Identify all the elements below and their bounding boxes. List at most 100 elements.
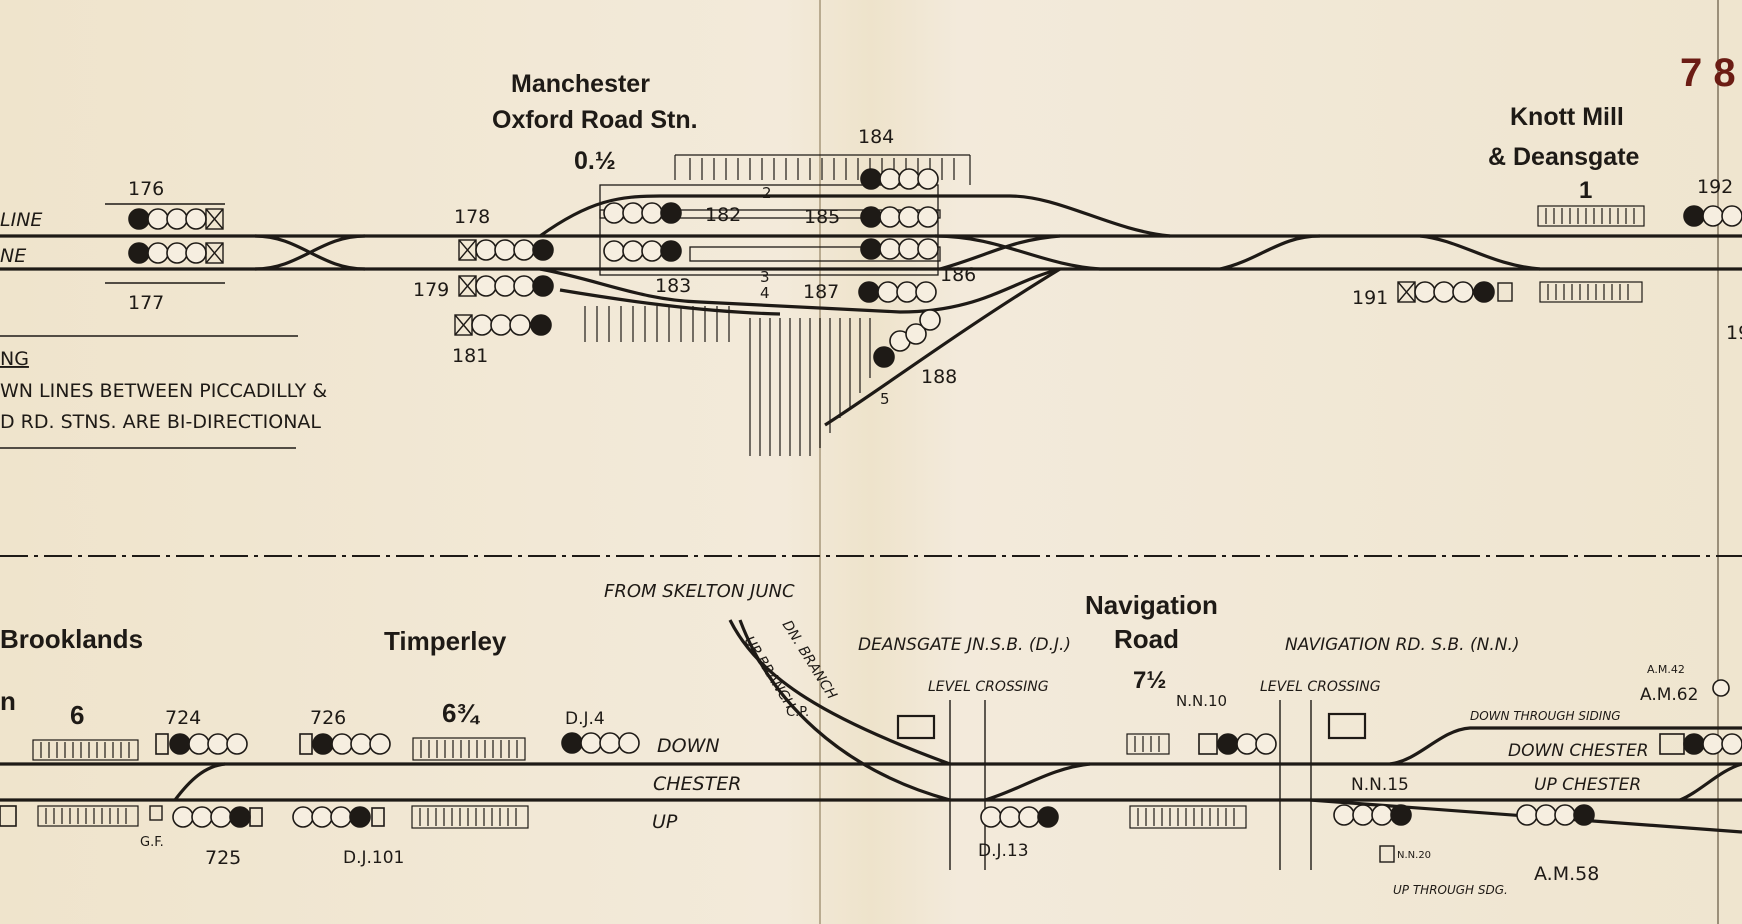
signal-176: [128, 208, 224, 230]
signal-label: D.J.101: [343, 848, 404, 868]
signal-185: [860, 206, 939, 228]
note-heading: NG: [0, 348, 29, 370]
signal-label: 176: [128, 178, 164, 200]
line-label: NE: [0, 245, 26, 267]
platform-number: 5: [880, 390, 890, 408]
platform-number: 2: [762, 184, 772, 202]
signal-label: N.N.15: [1351, 775, 1409, 795]
station-mileage: 6¾: [442, 698, 480, 728]
signal-label: D.J.4: [565, 709, 605, 729]
signal-label: 177: [128, 292, 164, 314]
signal-label: A.M.62: [1640, 685, 1698, 705]
signal-dj4: [561, 732, 640, 754]
signal-label: C.P.: [786, 705, 809, 720]
signal-178: [458, 239, 554, 261]
signal-label: 182: [705, 204, 741, 226]
platform-hatching: [32, 733, 1247, 829]
signal-label: 178: [454, 206, 490, 228]
up-branch-track: [738, 619, 951, 802]
station-name: Navigation: [1085, 590, 1218, 620]
platform-line-1: [539, 194, 1171, 238]
signal-nn20: [1379, 845, 1395, 863]
signal-label: N.N.20: [1397, 850, 1431, 861]
station-name: & Deansgate: [1488, 143, 1640, 171]
lower-track-diagram: Brooklands 6 Timperley 6¾ Navigation Roa…: [0, 581, 1742, 897]
signal-label: 188: [921, 366, 957, 388]
station-name: Road: [1114, 624, 1179, 654]
annotation-down-through-siding: DOWN THROUGH SIDING: [1470, 709, 1621, 723]
connection: [939, 234, 1061, 271]
station-name: Knott Mill: [1510, 103, 1624, 131]
signal-box-deansgate: [896, 714, 936, 740]
signal-label: 179: [413, 279, 449, 301]
signal-724: [155, 733, 248, 755]
signal-label: 184: [858, 126, 894, 148]
bay-line: [559, 288, 781, 316]
upper-track-diagram: 176 177 178 179 181 182 183 184 185 186 …: [0, 70, 1742, 456]
crossover: [1419, 234, 1541, 271]
annotation-up-branch: UP BRANCH: [741, 634, 799, 713]
signal-nn10: [1198, 733, 1277, 755]
signal-186: [860, 238, 939, 260]
signal-label: A.M.58: [1534, 863, 1599, 885]
station-mileage: 7½: [1133, 667, 1166, 694]
crossover: [1219, 234, 1321, 271]
signal-label: 724: [165, 707, 201, 729]
platform-3-edge: [689, 246, 941, 262]
signal-183: [603, 240, 682, 262]
platform-line-4: [539, 267, 1061, 314]
signal-dj101: [292, 806, 385, 828]
annotation-up-through-sdg: UP THROUGH SDG.: [1393, 883, 1508, 897]
station-name: Timperley: [384, 626, 507, 656]
line-label: DOWN: [657, 735, 720, 757]
annotation-navigation-box: NAVIGATION RD. S.B. (N.N.): [1285, 635, 1520, 655]
signal-label: 725: [205, 847, 241, 869]
signal-label: 19: [1726, 322, 1742, 344]
crossover: [984, 762, 1091, 802]
station-name: Manchester: [511, 70, 650, 98]
down-through-siding: [1389, 726, 1742, 766]
station-name: Oxford Road Stn.: [492, 106, 698, 134]
ground-frame: [149, 805, 163, 821]
line-label: UP: [652, 811, 678, 833]
crossover: [173, 762, 226, 801]
signal-box-navigation: [1327, 712, 1367, 740]
signal-label: 186: [940, 264, 976, 286]
signal-191: [1397, 281, 1513, 303]
crossover: [1679, 762, 1742, 802]
signal-182: [603, 202, 682, 224]
signal-184: [860, 168, 939, 190]
note-line: D RD. STNS. ARE BI-DIRECTIONAL: [0, 411, 321, 433]
annotation-level-crossing: LEVEL CROSSING: [928, 679, 1049, 695]
platform-number: 3: [760, 268, 770, 286]
signal-label: 183: [655, 275, 691, 297]
signal-label: A.M.42: [1647, 663, 1685, 676]
annotation-level-crossing: LEVEL CROSSING: [1260, 679, 1381, 695]
line-label: LINE: [0, 209, 42, 231]
platform-line-5: [824, 267, 1061, 427]
line-label: CHESTER: [653, 773, 741, 795]
platform-hatching: [584, 154, 1645, 456]
signal-am62: [1659, 733, 1742, 755]
level-crossing-1: [949, 700, 986, 870]
signal-label: 187: [803, 281, 839, 303]
signal-label: 726: [310, 707, 346, 729]
connection: [934, 234, 1210, 271]
platform-number: 4: [760, 284, 770, 302]
signal-am42: [1712, 679, 1730, 697]
signal-177: [128, 242, 224, 264]
signal-725: [172, 806, 263, 828]
signal-label: 185: [804, 206, 840, 228]
signal-label: 181: [452, 345, 488, 367]
signal-179: [458, 275, 554, 297]
signal-dj13: [980, 806, 1059, 828]
station-mileage: 0.½: [574, 147, 616, 175]
station-area-outline: [599, 184, 939, 276]
page-number: 7 8: [1680, 51, 1736, 95]
signal-label: 192: [1697, 176, 1733, 198]
signal-label: D.J.13: [978, 841, 1029, 861]
down-branch-track: [728, 619, 951, 766]
station-mileage: 6: [70, 700, 84, 730]
signal-label: 191: [1352, 287, 1388, 309]
